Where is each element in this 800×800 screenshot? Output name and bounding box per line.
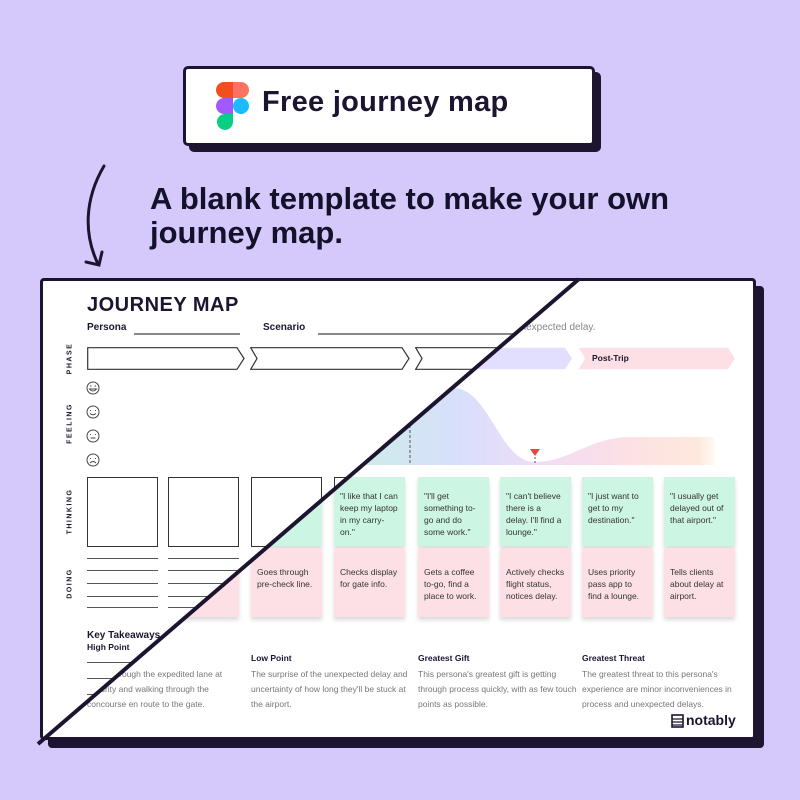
headline: A blank template to make your own journe… — [150, 181, 670, 250]
doing-line — [87, 607, 158, 609]
thinking-box[interactable] — [168, 477, 239, 547]
thinking-note[interactable]: "I can't believe there is a delay. I'll … — [500, 477, 571, 546]
doing-note[interactable]: Uses priority pass app to find a lounge. — [582, 548, 653, 617]
doing-note[interactable]: Actively checks flight status, notices d… — [500, 548, 571, 617]
notably-logo-icon — [671, 714, 684, 728]
doing-note[interactable]: Gets a coffee to-go, find a place to wor… — [418, 548, 489, 617]
blank-line — [87, 662, 135, 664]
low-point-marker-icon — [530, 449, 540, 456]
takeaway-text: The greatest threat to this persona's ex… — [582, 669, 732, 709]
badge-title: Free journey map — [262, 86, 509, 118]
phase-input[interactable] — [87, 347, 245, 370]
thinking-note[interactable]: "I just want to get to my destination." — [582, 477, 653, 546]
doing-note[interactable]: Goes through pre-check line. — [251, 548, 322, 617]
curved-arrow-icon — [84, 164, 106, 267]
thinking-note[interactable]: "I like that I can keep my laptop in my … — [334, 477, 405, 546]
doing-line — [168, 570, 239, 572]
doing-line — [87, 570, 158, 572]
thinking-note[interactable]: "I'll get something to-go and do some wo… — [418, 477, 489, 546]
phase-item[interactable]: Post-Trip — [578, 347, 736, 370]
notably-logo: notably — [686, 712, 736, 728]
doing-note[interactable]: Tells clients about delay at airport. — [664, 548, 735, 617]
takeaway-heading: Greatest Threat — [582, 653, 645, 663]
title-badge — [183, 66, 595, 146]
phase-label: Post-Trip — [592, 353, 629, 363]
figma-logo-icon — [216, 82, 249, 130]
phase-input[interactable] — [249, 347, 410, 370]
doing-line — [168, 558, 239, 560]
doing-line — [87, 558, 158, 560]
thinking-box[interactable] — [87, 477, 158, 547]
doing-line — [87, 583, 158, 585]
doing-line — [87, 596, 158, 598]
doing-note[interactable]: Checks display for gate info. — [334, 548, 405, 617]
thinking-note[interactable]: "I usually get delayed out of that airpo… — [664, 477, 735, 546]
